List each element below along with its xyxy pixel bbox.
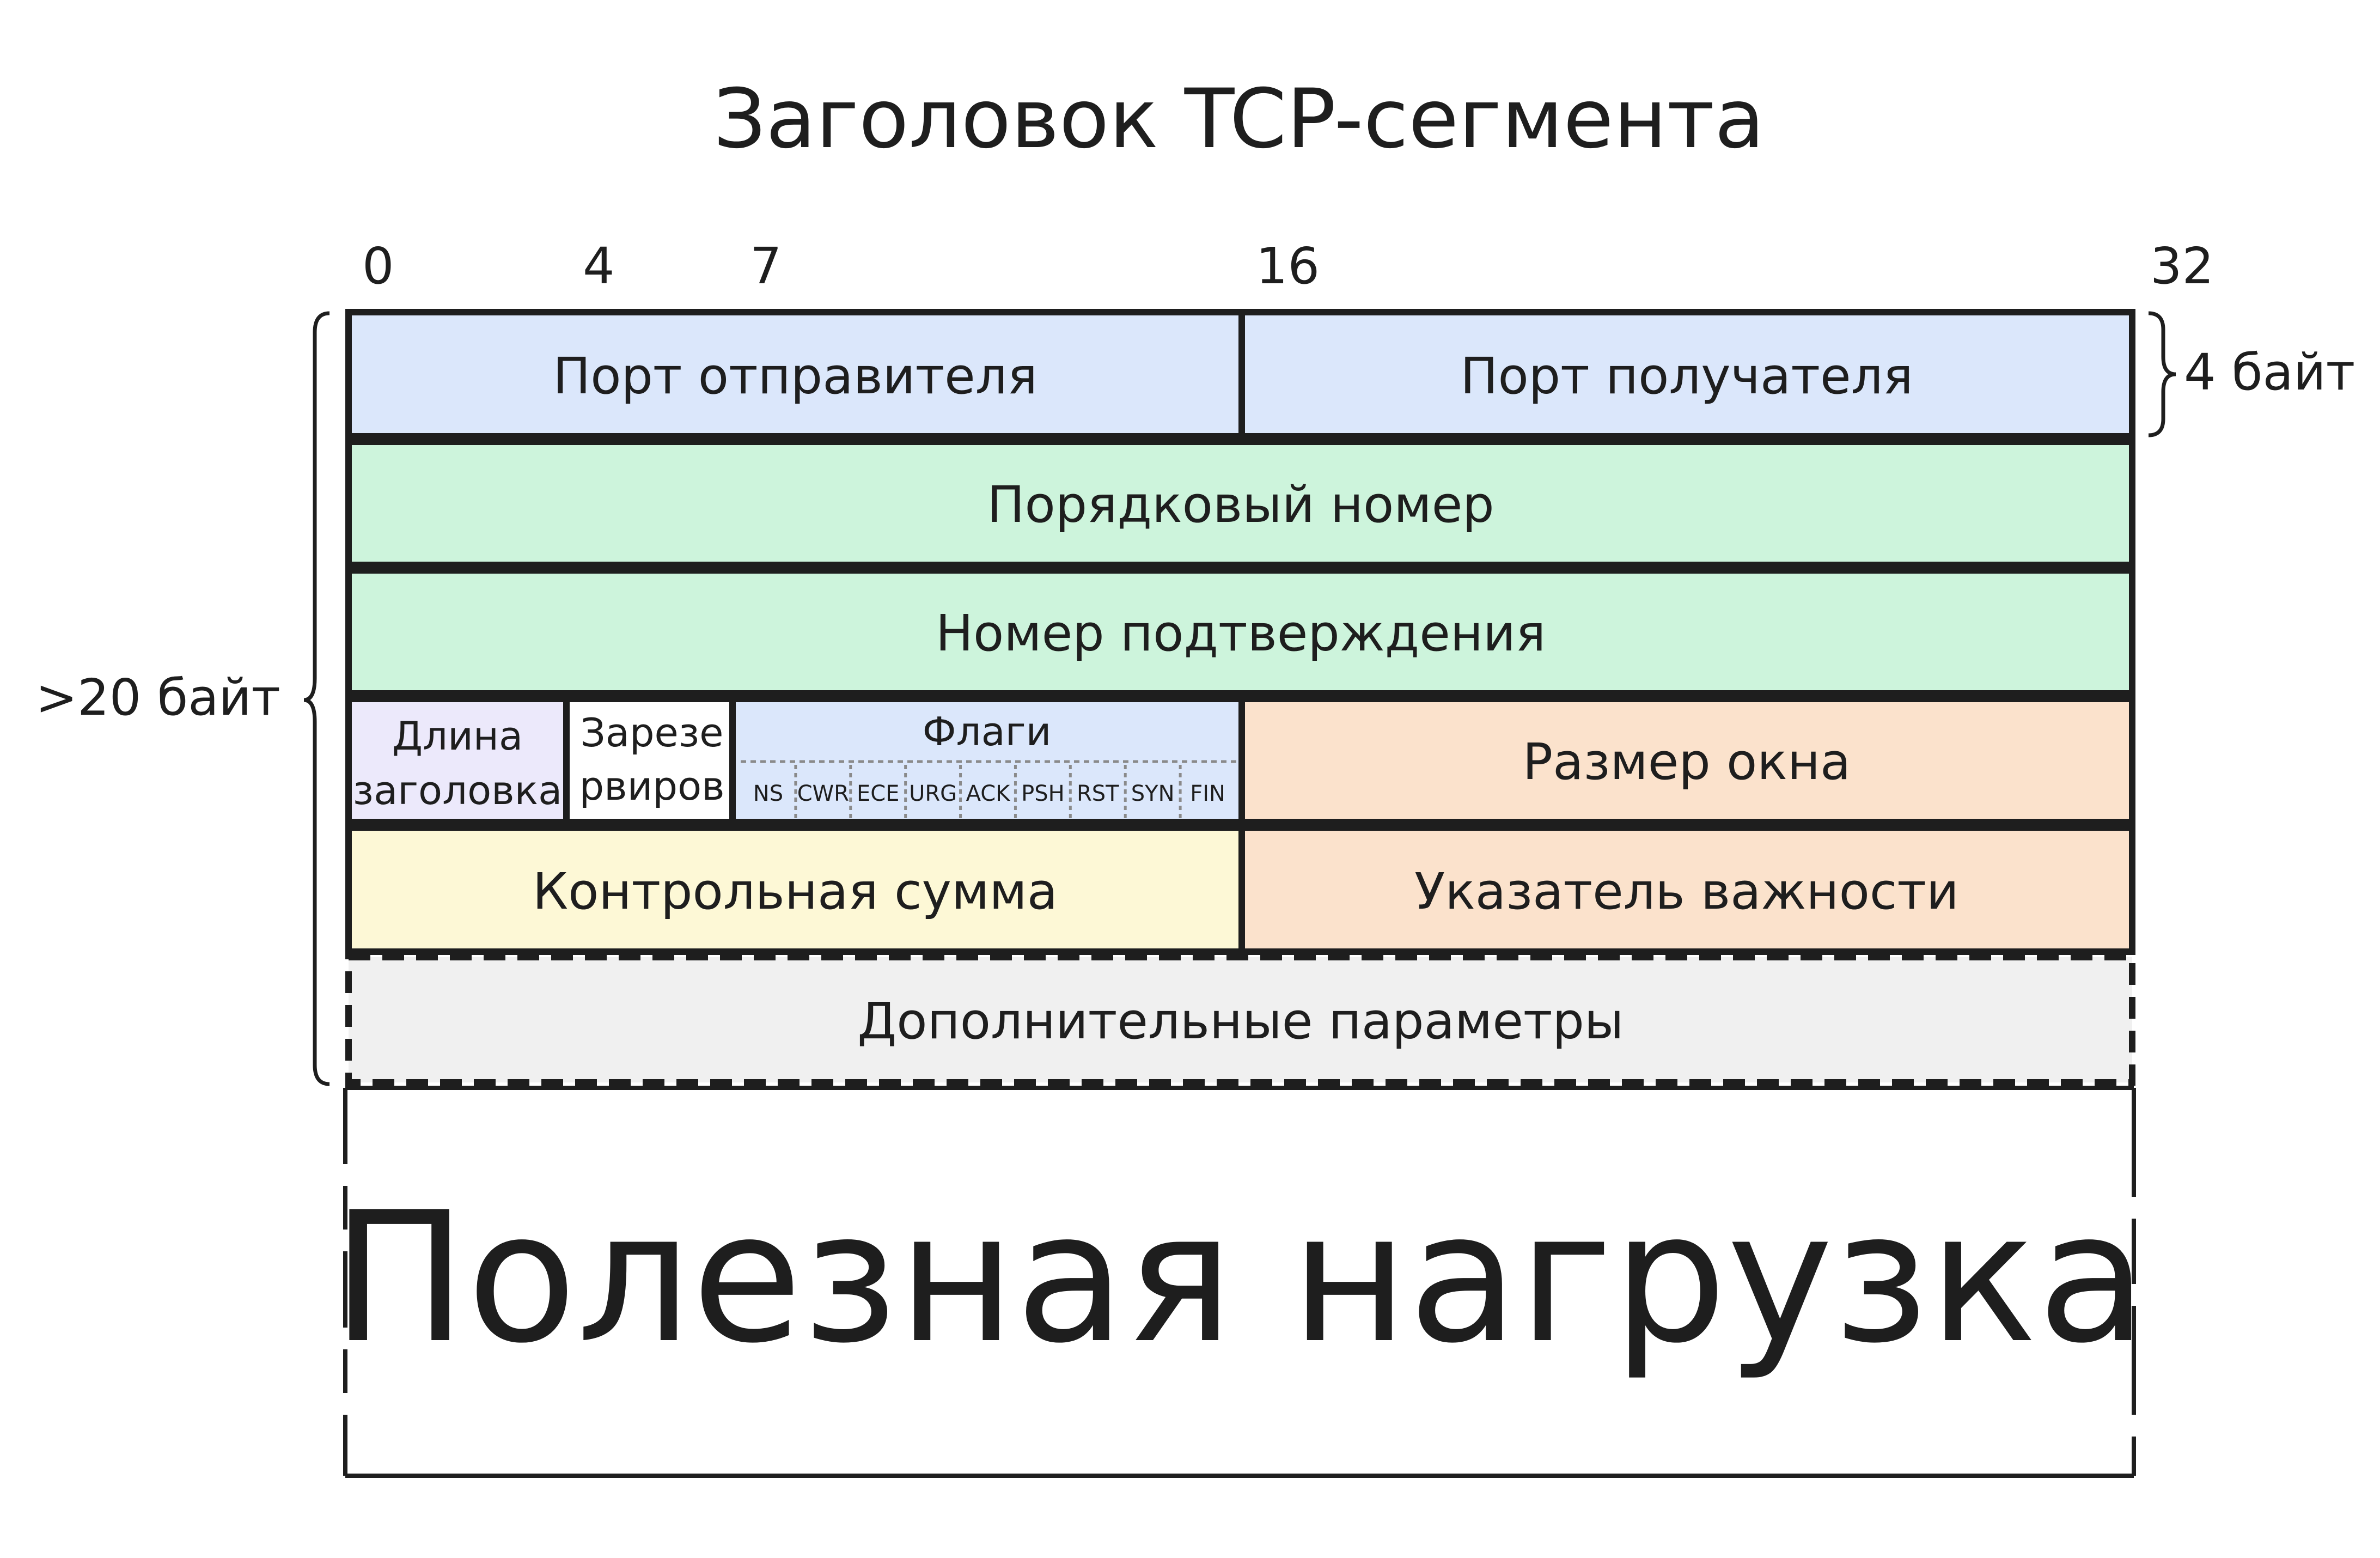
checksum-label: Контрольная сумма bbox=[533, 862, 1058, 921]
flag-separators bbox=[794, 765, 1182, 819]
flag-fin: FIN bbox=[1190, 781, 1225, 806]
payload-cell-fill bbox=[345, 1088, 2134, 1476]
sequence-number-label: Порядковый номер bbox=[987, 476, 1494, 534]
header-size-annotation: >20 байт bbox=[35, 668, 280, 727]
window-size-cell bbox=[1238, 696, 2135, 825]
flag-ece: ECE bbox=[857, 781, 899, 806]
flag-syn: SYN bbox=[1131, 781, 1175, 806]
flag-labels: NS CWR ECE URG ACK PSH RST SYN FIN bbox=[753, 781, 1225, 806]
diagram-title: Заголовок TCP-сегмента bbox=[713, 72, 1765, 167]
flag-rst: RST bbox=[1077, 781, 1119, 806]
options-cell bbox=[345, 954, 2135, 1086]
header-size-brace bbox=[303, 311, 330, 1086]
sequence-number-cell bbox=[345, 439, 2135, 568]
row-size-annotation: 4 байт bbox=[2184, 343, 2355, 401]
flag-psh: PSH bbox=[1021, 781, 1065, 806]
source-port-cell bbox=[345, 309, 1245, 440]
reserved-label-line2: рвиров bbox=[579, 763, 724, 809]
bit-label-7: 7 bbox=[750, 237, 782, 295]
flag-ack: ACK bbox=[966, 781, 1011, 806]
header-length-label-line2: заголовка bbox=[353, 768, 562, 813]
reserved-label-line1: Зарезе bbox=[581, 710, 724, 756]
destination-port-cell bbox=[1238, 309, 2135, 440]
options-label: Дополнительные параметры bbox=[857, 992, 1624, 1050]
flag-cwr: CWR bbox=[797, 781, 849, 806]
bit-label-32: 32 bbox=[2150, 237, 2214, 295]
urgent-pointer-label: Указатель важности bbox=[1414, 862, 1959, 921]
ack-number-label: Номер подтверждения bbox=[936, 604, 1546, 662]
destination-port-label: Порт получателя bbox=[1460, 347, 1913, 405]
bit-label-0: 0 bbox=[362, 237, 394, 295]
checksum-cell bbox=[345, 824, 1245, 955]
bit-label-4: 4 bbox=[583, 237, 615, 295]
header-length-label-line1: Длина bbox=[392, 713, 523, 759]
flag-urg: URG bbox=[909, 781, 957, 806]
window-size-label: Размер окна bbox=[1523, 733, 1851, 791]
header-length-cell bbox=[345, 696, 570, 825]
payload-label: Полезная нагрузка bbox=[332, 1173, 2147, 1383]
source-port-label: Порт отправителя bbox=[553, 347, 1038, 405]
flags-title: Флаги bbox=[923, 709, 1052, 754]
bit-label-16: 16 bbox=[1256, 237, 1320, 295]
row-size-brace bbox=[2148, 311, 2176, 437]
urgent-pointer-cell bbox=[1238, 824, 2135, 955]
ack-number-cell bbox=[345, 567, 2135, 697]
flag-ns: NS bbox=[753, 781, 783, 806]
